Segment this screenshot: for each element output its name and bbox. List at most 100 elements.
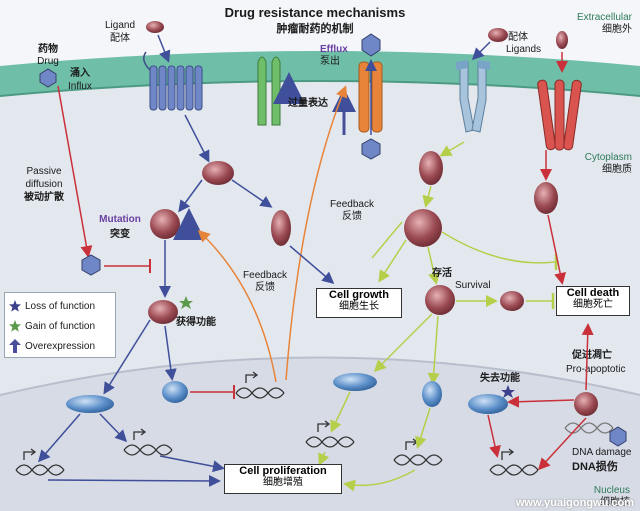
feedback-top-label: Feedback [330, 199, 375, 210]
mutation-label: Mutation [99, 214, 141, 225]
survival-to-nucleus-arrow-1 [373, 313, 433, 373]
nucleus-label-zh: 细胞核 [600, 495, 630, 508]
legend: Loss of function Gain of function Overex… [4, 292, 116, 358]
cell-growth-label: Cell growth [329, 289, 389, 301]
feedback-top-arrow [285, 85, 348, 381]
nucleus-arrow-2 [99, 413, 128, 443]
survival-to-nucleus-arrow-2 [427, 315, 440, 385]
efflux-pump-right-icon [358, 61, 383, 133]
cell-proliferation-box: Cell proliferation 细胞增殖 [224, 464, 342, 494]
tf-oval-2 [162, 381, 188, 403]
gain-function-label: 获得功能 [175, 315, 216, 328]
drug-label: Drug [37, 56, 59, 67]
legend-item-loss: Loss of function [9, 296, 111, 316]
dna-icon-3 [235, 371, 285, 399]
gpcr-receptor-icon [143, 51, 203, 111]
ligand-death-icon [556, 31, 568, 49]
right-to-growth-arrow [378, 239, 407, 283]
intracellular-drug-icon [81, 254, 101, 276]
dna-icon-2 [123, 428, 173, 456]
dna-icon-6 [489, 448, 539, 476]
survival-protein [425, 285, 455, 315]
up-arrow-icon [9, 339, 21, 353]
prolif-arrow-1 [47, 474, 221, 487]
extracellular-label-zh: 细胞外 [602, 22, 632, 35]
growth-arrow [289, 245, 335, 284]
gpcr-signal-arrow [184, 114, 210, 163]
tf4-arrow [414, 407, 431, 449]
ligands-right-label: Ligands [506, 44, 541, 55]
tf-oval-5 [468, 394, 508, 414]
title-zh: 肿瘤耐药的机制 [276, 23, 354, 35]
feedback-top-label-zh: 反馈 [342, 209, 362, 222]
efflux-drug-in-icon [361, 138, 381, 160]
signal-protein-1 [202, 161, 234, 185]
cell-death-label-zh: 细胞死亡 [573, 299, 613, 310]
ligand-label-zh: 配体 [110, 32, 130, 44]
rtk-receptor-icon [456, 60, 490, 133]
passive-label-2: diffusion [25, 179, 62, 190]
dna-icon-1 [15, 448, 65, 476]
rtk-signal-arrow [439, 141, 465, 157]
tf-oval-4 [422, 381, 442, 407]
tf5-arrow [487, 414, 501, 458]
signal-protein-2 [271, 210, 291, 246]
mutation-label-zh: 突变 [110, 227, 130, 240]
death-signal-protein [534, 182, 558, 214]
nucleus-arrow-1 [38, 413, 81, 463]
legend-overexpression-label: Overexpression [25, 340, 96, 352]
pro-apoptotic-arrow-2 [581, 323, 594, 391]
influx-label: Influx [68, 81, 92, 92]
passive-label-zh: 被动扩散 [24, 190, 65, 203]
star-icon [9, 300, 21, 312]
tf3-arrow [330, 391, 351, 433]
dna-damage-arrow [537, 417, 587, 471]
pro-apoptotic-arrow-1 [507, 395, 575, 408]
gain-arrow-down [164, 325, 177, 381]
extracellular-label: Extracellular [577, 12, 633, 23]
dna-damage-label-zh: DNA损伤 [572, 459, 618, 473]
dna-damage-label: DNA damage [572, 447, 632, 458]
right-arrow-1 [422, 185, 435, 208]
cell-growth-label-zh: 细胞生长 [339, 301, 379, 312]
nucleus-label: Nucleus [594, 485, 630, 496]
ligand-right-icon [488, 28, 508, 42]
page-title: Drug resistance mechanisms 肿瘤耐药的机制 [190, 5, 440, 36]
gain-arrow-left [103, 319, 151, 395]
loss-function-label: 失去功能 [480, 371, 520, 384]
legend-gain-label: Gain of function [25, 320, 96, 332]
cytoplasm-label-zh: 细胞质 [602, 162, 632, 175]
survival-label: Survival [455, 280, 491, 291]
signal-arrow-2 [231, 179, 273, 208]
title-en: Drug resistance mechanisms [224, 5, 406, 20]
cell-death-label: Cell death [566, 287, 620, 299]
efflux-drug-out-icon [361, 33, 381, 57]
pro-apoptotic-label: Pro-apoptotic [566, 364, 625, 375]
survival-effector [500, 291, 524, 311]
gain-star-icon [179, 296, 193, 309]
death-receptor-icon [537, 79, 582, 151]
right-signal-protein-2 [404, 209, 442, 247]
feedback-center-label-zh: 反馈 [255, 280, 275, 293]
overexpression-label-zh: 过量表达 [288, 96, 328, 109]
prolif-arrow-4 [343, 469, 416, 492]
cell-proliferation-label: Cell proliferation [239, 465, 327, 477]
death-signal-arrow [547, 214, 567, 285]
prolif-arrow-3 [318, 451, 330, 466]
gain-function-protein [148, 300, 178, 324]
tf-oval-3 [333, 373, 377, 391]
influx-label-zh: 涌入 [70, 66, 90, 79]
feedback-center-arrow [197, 229, 277, 383]
tf-oval-1 [66, 395, 114, 413]
nuclear-envelope [0, 356, 640, 396]
cell-death-box: Cell death 细胞死亡 [556, 286, 630, 316]
cell-growth-box: Cell growth 细胞生长 [316, 288, 402, 318]
right-side-arrow [371, 221, 403, 259]
efflux-label: Efflux [320, 44, 348, 55]
membrane-edge [0, 80, 640, 97]
watermark: www.yuaigongwu.com [515, 497, 634, 509]
damage-drug-icon [609, 426, 627, 447]
drug-hexagon-icon [39, 68, 57, 88]
star-icon [9, 320, 21, 332]
